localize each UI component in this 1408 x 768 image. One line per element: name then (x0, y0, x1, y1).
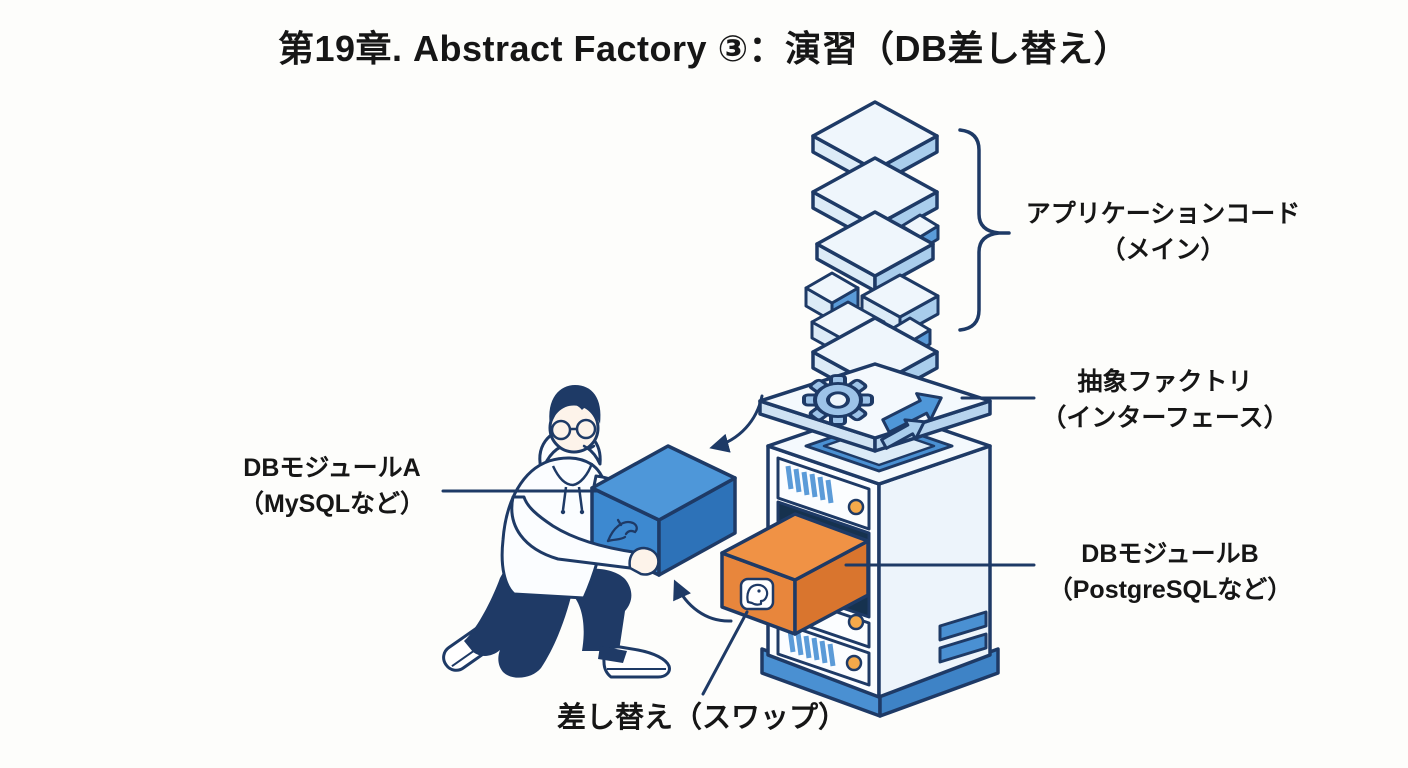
branch-arrows-icon (880, 392, 943, 450)
label-db-module-a-line2: （MySQLなど） (238, 490, 426, 518)
person-near-arm (510, 495, 660, 576)
smile (582, 444, 596, 450)
label-db-module-b: DBモジュールB （PostgreSQLなど） (1017, 536, 1323, 608)
led-light (845, 654, 863, 672)
label-app-code-line1: アプリケーションコード (1025, 200, 1301, 228)
label-abstract-factory: 抽象ファクトリ （インターフェース） (1015, 364, 1315, 436)
db-module-a-box (590, 444, 737, 577)
label-db-module-a: DBモジュールA （MySQLなど） (182, 450, 482, 522)
hand (628, 546, 660, 576)
swap-arrow-up-icon (673, 579, 733, 623)
mysql-dolphin-icon (606, 518, 638, 543)
leader-line-swap (701, 610, 749, 696)
glasses-icon (550, 418, 597, 441)
server-panel-top (776, 456, 871, 531)
led-light (847, 613, 865, 631)
swap-arrow-down-icon (709, 394, 764, 453)
postgresql-elephant-icon (739, 577, 775, 611)
gear-icon (802, 374, 874, 426)
led-light (847, 498, 865, 516)
label-abstract-factory-line2: （インターフェース） (1041, 404, 1289, 432)
label-app-code-line2: （メイン） (1100, 236, 1226, 264)
label-swap: 差し替え（スワップ） (556, 702, 847, 734)
curly-brace (958, 128, 1011, 332)
abstract-factory-platform (758, 362, 992, 453)
label-db-module-a-line1: DBモジュールA (243, 454, 421, 482)
label-db-module-b-line2: （PostgreSQLなど） (1047, 576, 1293, 604)
server-panel-bottom (776, 620, 871, 687)
hair (549, 385, 601, 426)
label-db-module-b-line1: DBモジュールB (1081, 540, 1259, 568)
label-app-code: アプリケーションコード （メイン） (1010, 196, 1316, 268)
label-abstract-factory-line1: 抽象ファクトリ (1077, 368, 1253, 396)
block-stack (804, 100, 940, 404)
page-title: 第19章. Abstract Factory ③：演習（DB差し替え） (277, 28, 1131, 69)
